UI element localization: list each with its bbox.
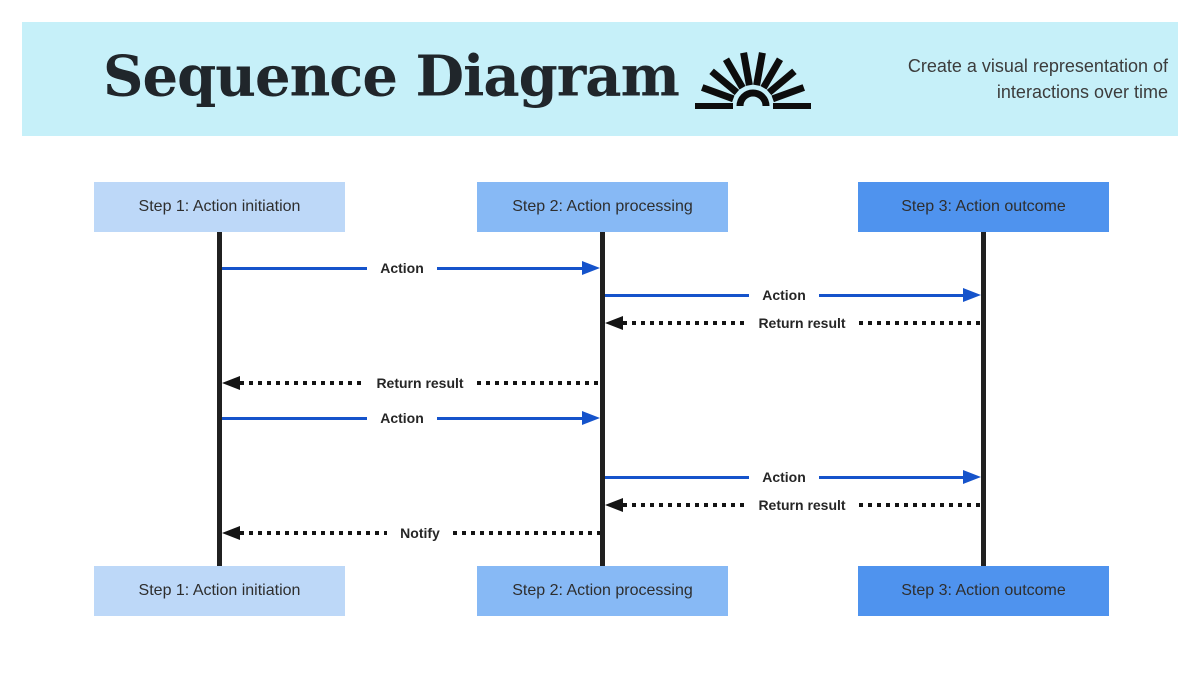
message-line (222, 416, 368, 420)
lifeline-step2 (600, 232, 605, 566)
message-line (623, 503, 746, 507)
message-return-result-2: Return result (222, 375, 600, 391)
actor-label: Step 2: Action processing (512, 198, 693, 215)
lifeline-step1 (217, 232, 222, 566)
header-banner: Sequence Diagram Create a visual represe… (22, 22, 1178, 136)
message-line (818, 293, 963, 297)
message-return-result-3: Return result (605, 497, 981, 513)
tagline: Create a visual representation of intera… (908, 53, 1168, 105)
message-action-3: Action (222, 410, 600, 426)
arrowhead-left-icon (605, 316, 623, 330)
message-action-1: Action (222, 260, 600, 276)
message-label: Return result (376, 375, 464, 391)
arrowhead-right-icon (963, 470, 981, 484)
message-line (858, 503, 981, 507)
arrowhead-left-icon (222, 376, 240, 390)
message-label: Action (762, 469, 806, 485)
actor-box-step3-top: Step 3: Action outcome (858, 182, 1109, 232)
message-label: Action (762, 287, 806, 303)
arrowhead-right-icon (963, 288, 981, 302)
actor-box-step1-top: Step 1: Action initiation (94, 182, 345, 232)
actor-label: Step 2: Action processing (512, 582, 693, 599)
message-label: Return result (758, 315, 846, 331)
message-line (240, 381, 364, 385)
actor-label: Step 3: Action outcome (901, 582, 1066, 599)
actor-box-step3-bottom: Step 3: Action outcome (858, 566, 1109, 616)
message-action-4: Action (605, 469, 981, 485)
message-line (623, 321, 746, 325)
arrowhead-right-icon (582, 261, 600, 275)
message-notify: Notify (222, 525, 601, 541)
sunburst-logo-icon (695, 52, 811, 109)
arrowhead-left-icon (222, 526, 240, 540)
actor-box-step2-top: Step 2: Action processing (477, 182, 728, 232)
actor-box-step2-bottom: Step 2: Action processing (477, 566, 728, 616)
actor-label: Step 1: Action initiation (138, 198, 301, 215)
tagline-line-1: Create a visual representation of (907, 55, 1168, 76)
message-line (605, 475, 750, 479)
message-line (452, 531, 601, 535)
tagline-line-2: interactions over time (996, 82, 1168, 102)
message-line (222, 266, 368, 270)
actor-label: Step 1: Action initiation (138, 582, 301, 599)
message-line (605, 293, 750, 297)
message-action-2: Action (605, 287, 981, 303)
message-line (476, 381, 600, 385)
message-label: Return result (758, 497, 846, 513)
page-title: Sequence Diagram (103, 43, 680, 110)
lifeline-step3 (981, 232, 986, 566)
message-line (240, 531, 388, 535)
actor-label: Step 3: Action outcome (901, 198, 1066, 215)
message-line (436, 416, 582, 420)
arrowhead-left-icon (605, 498, 623, 512)
actor-box-step1-bottom: Step 1: Action initiation (94, 566, 345, 616)
arrowhead-right-icon (582, 411, 600, 425)
message-line (818, 475, 963, 479)
message-line (858, 321, 981, 325)
message-label: Action (380, 410, 424, 426)
message-label: Notify (400, 525, 440, 541)
message-line (436, 266, 582, 270)
message-label: Action (380, 260, 424, 276)
message-return-result-1: Return result (605, 315, 981, 331)
